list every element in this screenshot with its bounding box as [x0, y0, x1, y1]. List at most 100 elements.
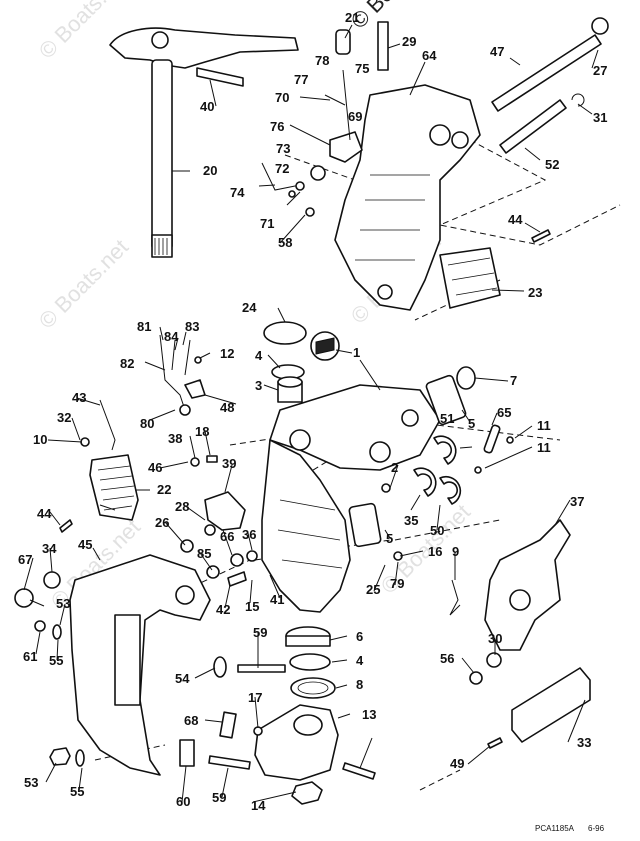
callout-24: 24 [242, 300, 257, 315]
callout-71: 71 [260, 216, 274, 231]
bushing-part-51 [425, 374, 467, 426]
callout-30: 30 [488, 631, 502, 646]
callout-84: 84 [164, 329, 179, 344]
callout-14: 14 [251, 798, 266, 813]
callout-27: 27 [593, 63, 607, 78]
plate-part-60 [179, 739, 195, 767]
callout-68: 68 [184, 713, 198, 728]
watermark-left: © Boats.net [34, 234, 133, 333]
callout-35: 35 [404, 513, 418, 528]
callout-11-lower: 11 [537, 440, 551, 455]
callout-51: 51 [440, 411, 454, 426]
callout-66: 66 [220, 529, 234, 544]
callout-55-lower: 55 [70, 784, 84, 799]
callout-12: 12 [220, 346, 234, 361]
callout-80: 80 [140, 416, 154, 431]
callout-47: 47 [490, 44, 504, 59]
screw-part-44-upper [531, 229, 551, 243]
figure-date: 6-96 [588, 824, 605, 833]
callout-56: 56 [440, 651, 454, 666]
lever-part-37 [484, 519, 571, 651]
callout-53-lower: 53 [24, 775, 38, 790]
callout-26: 26 [155, 515, 169, 530]
callout-1: 1 [353, 345, 360, 360]
callout-28: 28 [175, 499, 189, 514]
clip-part-51b [433, 435, 457, 465]
watermark-top-center: © Boats.net [346, 0, 445, 34]
sensor-wiring-group [159, 334, 206, 416]
callout-76: 76 [270, 119, 284, 134]
callout-25: 25 [366, 582, 380, 597]
callout-81: 81 [137, 319, 151, 334]
callout-59-upper: 59 [253, 625, 267, 640]
steering-shaft-part-20 [109, 27, 299, 258]
bracket-part-39 [204, 491, 246, 531]
callout-73: 73 [276, 141, 290, 156]
callout-43: 43 [72, 390, 86, 405]
figure-footer: PCA1185A 6-96 [535, 824, 605, 833]
callout-85: 85 [197, 546, 211, 561]
callout-69: 69 [348, 109, 362, 124]
cap-part-6 [285, 626, 331, 647]
callout-44-upper: 44 [508, 212, 523, 227]
bolt-part-19 [342, 762, 376, 780]
callout-67: 67 [18, 552, 32, 567]
clip-part-31 [571, 93, 585, 107]
callout-36: 36 [242, 527, 256, 542]
clip-part-35 [413, 467, 437, 497]
rod-part-52 [499, 99, 567, 154]
bearing-part-8 [290, 677, 336, 699]
block-part-33 [511, 667, 591, 743]
tube-part-47 [491, 17, 609, 112]
callout-29: 29 [402, 34, 416, 49]
callout-40: 40 [200, 99, 214, 114]
callout-32: 32 [57, 410, 71, 425]
callout-65: 65 [497, 405, 511, 420]
callout-55-upper: 55 [49, 653, 63, 668]
callout-4-upper: 4 [255, 348, 263, 363]
swivel-bracket-part-1 [261, 384, 441, 613]
bushing-part-5-lower [348, 502, 382, 548]
callout-2: 2 [391, 460, 398, 475]
callout-10: 10 [33, 432, 47, 447]
callout-70: 70 [275, 90, 289, 105]
small-hardware-left [14, 519, 85, 767]
washer-part-54 [213, 656, 227, 678]
callout-48: 48 [220, 400, 234, 415]
callout-59-lower: 59 [212, 790, 226, 805]
ring-part-24 [263, 321, 307, 345]
grease-cap-icon [310, 331, 340, 361]
nut-part-14 [291, 781, 323, 805]
figure-code: PCA1185A [535, 824, 575, 833]
callout-7: 7 [510, 373, 517, 388]
callout-39: 39 [222, 456, 236, 471]
plate-part-68 [219, 711, 237, 739]
spring-part-29 [377, 21, 389, 71]
callout-5-upper: 5 [468, 416, 475, 431]
callout-44-lower: 44 [37, 506, 52, 521]
callout-9: 9 [452, 544, 459, 559]
callout-42: 42 [216, 602, 230, 617]
leader-lines [23, 24, 599, 803]
callout-11-upper: 11 [537, 418, 551, 433]
callout-23: 23 [528, 285, 542, 300]
pad-part-23 [439, 247, 501, 309]
callout-41: 41 [270, 592, 284, 607]
callout-8: 8 [356, 677, 363, 692]
callout-72: 72 [275, 161, 289, 176]
callout-6: 6 [356, 629, 363, 644]
bolt-part-40 [196, 67, 244, 87]
bushing-part-3 [277, 376, 303, 403]
link-part-65 [483, 424, 501, 454]
callout-82: 82 [120, 356, 134, 371]
callout-74: 74 [230, 185, 245, 200]
callout-31: 31 [593, 110, 607, 125]
callout-17: 17 [248, 690, 262, 705]
callout-75: 75 [355, 61, 369, 76]
bolt-part-59-lower [208, 755, 251, 770]
callout-52: 52 [545, 157, 559, 172]
callout-37: 37 [570, 494, 584, 509]
tilt-lever-part-45 [69, 554, 211, 776]
callout-16: 16 [428, 544, 442, 559]
